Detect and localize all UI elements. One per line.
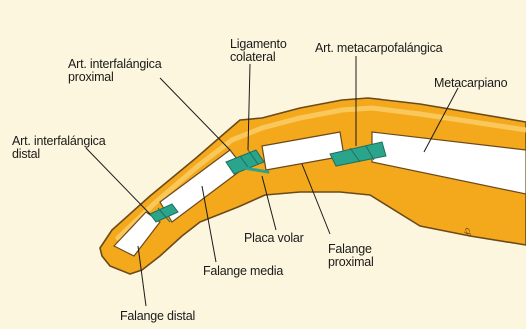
label-placa-volar: Placa volar (244, 232, 304, 245)
label-ligamento-colateral: Ligamento colateral (230, 38, 287, 64)
label-art-metacarpofalangica: Art. metacarpofalángica (315, 42, 442, 55)
finger-outline (100, 98, 526, 274)
label-falange-media: Falange media (203, 265, 283, 278)
label-falange-proximal: Falange proximal (328, 243, 374, 269)
label-falange-distal: Falange distal (120, 310, 195, 323)
label-art-interfalangica-proximal: Art. interfalángica proximal (68, 58, 161, 84)
label-metacarpiano: Metacarpiano (434, 77, 507, 90)
leader-art-ifp (160, 78, 230, 150)
label-art-interfalangica-distal: Art. interfalángica distal (12, 135, 105, 161)
